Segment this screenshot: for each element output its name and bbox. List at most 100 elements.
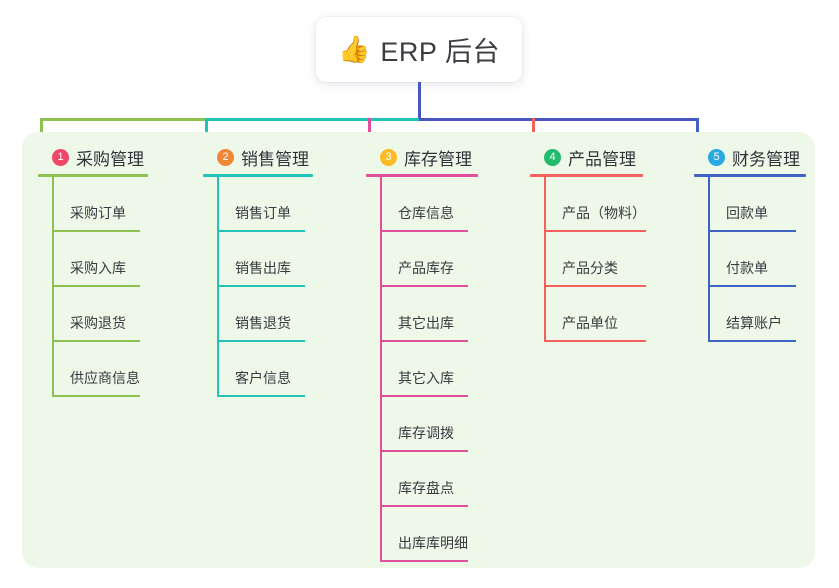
branch-child-underline [219,285,305,287]
branch-children: 仓库信息产品库存其它出库其它入库库存调拨库存盘点出库库明细 [366,177,486,562]
branch-children: 销售订单销售出库销售退货客户信息 [203,177,323,397]
branch-child-underline [546,230,646,232]
branch-child-underline [710,285,796,287]
branch-child-underline [382,560,468,562]
branch-child-item[interactable]: 回款单 [708,177,806,232]
branch-spine [380,177,382,562]
branch-child-underline [382,450,468,452]
branch-child-label: 销售订单 [235,205,291,221]
branch-child-label: 其它入库 [398,370,454,386]
branch-child-item[interactable]: 产品分类 [544,232,652,287]
branch-child-label: 客户信息 [235,370,291,386]
branch-index-badge: 5 [708,148,725,166]
branch-child-item[interactable]: 其它出库 [380,287,486,342]
branch-child-item[interactable]: 采购退货 [52,287,158,342]
branch-child-underline [710,340,796,342]
connector-trunk [418,82,421,118]
branch-column-财务管理: 5 财务管理回款单付款单结算账户 [694,145,806,342]
branch-child-underline [382,505,468,507]
branch-child-item[interactable]: 产品（物料） [544,177,652,232]
branch-header-销售管理[interactable]: 2 销售管理 [203,145,323,169]
branch-header-库存管理[interactable]: 3 库存管理 [366,145,486,169]
branch-children: 采购订单采购入库采购退货供应商信息 [38,177,158,397]
branch-child-label: 销售退货 [235,315,291,331]
connector-drop-4 [532,118,535,145]
branch-index-badge: 3 [380,148,397,166]
branch-header-采购管理[interactable]: 1 采购管理 [38,145,158,169]
branch-underline [530,174,643,177]
branch-child-underline [54,285,140,287]
branch-child-label: 采购退货 [70,315,126,331]
branch-column-销售管理: 2 销售管理销售订单销售出库销售退货客户信息 [203,145,323,397]
branch-title: 销售管理 [241,149,309,169]
branch-child-label: 销售出库 [235,260,291,276]
branch-child-label: 结算账户 [726,315,782,331]
branch-child-underline [546,340,646,342]
branch-child-item[interactable]: 库存盘点 [380,452,486,507]
branch-child-item[interactable]: 出库库明细 [380,507,486,562]
branch-child-label: 出库库明细 [398,535,468,551]
branch-column-库存管理: 3 库存管理仓库信息产品库存其它出库其它入库库存调拨库存盘点出库库明细 [366,145,486,562]
branch-child-item[interactable]: 销售出库 [217,232,323,287]
branch-child-underline [546,285,646,287]
branch-child-underline [219,340,305,342]
branch-underline [366,174,478,177]
connector-drop-2 [205,118,208,145]
branch-child-item[interactable]: 付款单 [708,232,806,287]
branch-child-label: 采购入库 [70,260,126,276]
branch-child-item[interactable]: 产品单位 [544,287,652,342]
branch-child-item[interactable]: 采购订单 [52,177,158,232]
branch-child-item[interactable]: 产品库存 [380,232,486,287]
branch-child-label: 供应商信息 [70,370,140,386]
connector-bus-segment-2 [205,118,419,121]
branch-child-label: 库存调拨 [398,425,454,441]
branch-column-采购管理: 1 采购管理采购订单采购入库采购退货供应商信息 [38,145,158,397]
branch-child-item[interactable]: 销售订单 [217,177,323,232]
connector-drop-3 [368,118,371,145]
branch-title: 产品管理 [568,149,636,169]
branch-child-item[interactable]: 库存调拨 [380,397,486,452]
branch-column-产品管理: 4 产品管理产品（物料）产品分类产品单位 [530,145,652,342]
branch-child-item[interactable]: 仓库信息 [380,177,486,232]
branch-spine [708,177,710,342]
branch-header-财务管理[interactable]: 5 财务管理 [694,145,806,169]
branch-child-underline [219,230,305,232]
branch-child-label: 其它出库 [398,315,454,331]
root-node-title: ERP 后台 [380,37,500,67]
branch-child-label: 回款单 [726,205,768,221]
branch-child-item[interactable]: 采购入库 [52,232,158,287]
branch-child-item[interactable]: 客户信息 [217,342,323,397]
branch-child-underline [219,395,305,397]
branch-child-item[interactable]: 供应商信息 [52,342,158,397]
branches-panel [22,132,815,568]
branch-spine [544,177,546,342]
branch-index-badge: 4 [544,148,561,166]
branch-children: 产品（物料）产品分类产品单位 [530,177,652,342]
branch-underline [203,174,313,177]
connector-bus-segment-3 [419,118,699,121]
branch-child-item[interactable]: 其它入库 [380,342,486,397]
branch-header-产品管理[interactable]: 4 产品管理 [530,145,652,169]
branch-child-label: 产品库存 [398,260,454,276]
branch-index-badge: 2 [217,148,234,166]
branch-child-item[interactable]: 结算账户 [708,287,806,342]
branch-title: 库存管理 [404,149,472,169]
branch-spine [217,177,219,397]
branch-spine [52,177,54,397]
branch-title: 财务管理 [732,149,800,169]
branch-underline [38,174,148,177]
branch-title: 采购管理 [76,149,144,169]
root-node[interactable]: 👍 ERP 后台 [316,17,522,82]
connector-drop-1 [40,118,43,145]
branch-child-label: 仓库信息 [398,205,454,221]
branch-child-item[interactable]: 销售退货 [217,287,323,342]
branch-child-label: 产品单位 [562,315,618,331]
connector-bus-segment-1 [40,118,205,121]
branch-child-underline [382,230,468,232]
branch-child-label: 付款单 [726,260,768,276]
branch-index-badge: 1 [52,148,69,166]
branch-child-label: 采购订单 [70,205,126,221]
connector-drop-5 [696,118,699,145]
thumbs-up-icon: 👍 [338,34,371,65]
